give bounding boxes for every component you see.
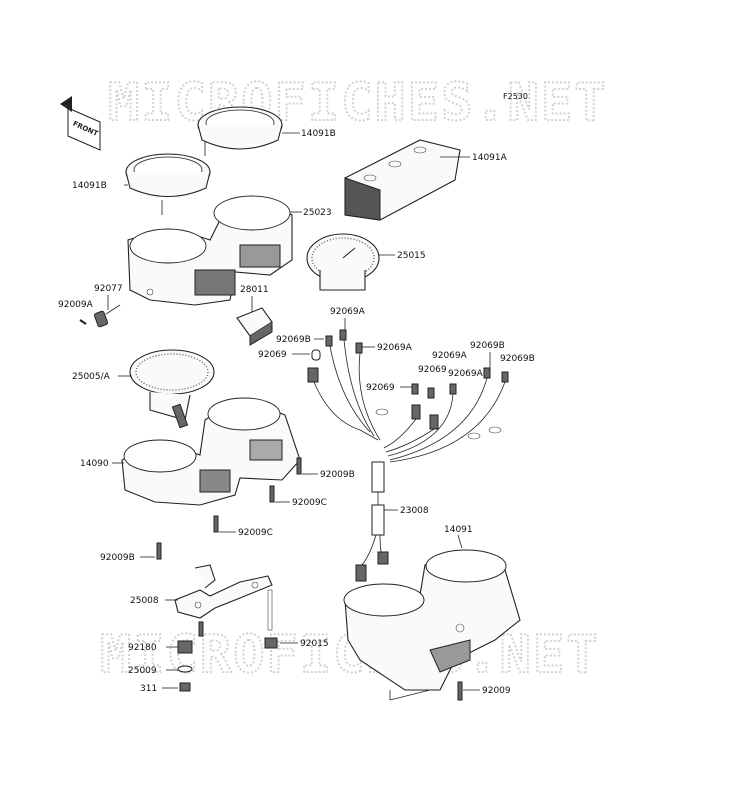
part-14091A-visor xyxy=(344,139,461,221)
label-92069-c: 92069 xyxy=(366,383,395,393)
label-92009B-b: 92009B xyxy=(100,553,135,563)
part-25005A-dial xyxy=(129,349,215,429)
part-92009-screw xyxy=(457,681,463,701)
part-25015-dial xyxy=(306,233,380,291)
label-28011: 28011 xyxy=(240,285,269,295)
part-92009A-screw-left xyxy=(79,319,87,325)
part-screws xyxy=(156,457,302,560)
label-92009C-b: 92009C xyxy=(238,528,273,538)
label-14090: 14090 xyxy=(80,459,109,469)
part-28011 xyxy=(236,307,273,346)
part-92015-nut xyxy=(264,589,278,649)
label-14091B-top: 14091B xyxy=(301,129,336,139)
label-23008: 23008 xyxy=(400,506,429,516)
label-92077: 92077 xyxy=(94,284,123,294)
label-14091: 14091 xyxy=(444,525,473,535)
label-25009: 25009 xyxy=(128,666,157,676)
part-25008-bracket xyxy=(174,564,273,619)
part-14091-cover xyxy=(343,549,521,691)
label-92069-a: 92069 xyxy=(258,350,287,360)
label-25023: 25023 xyxy=(303,208,332,218)
front-arrow-icon: FRONT xyxy=(60,96,101,151)
label-311: 311 xyxy=(140,684,157,694)
label-92069A-b: 92069A xyxy=(377,343,413,353)
watermark-top: MICROFICHES.NET xyxy=(108,73,608,133)
label-92069B-c: 92069B xyxy=(500,354,535,364)
part-wire-harness xyxy=(307,329,509,582)
label-92069-b: 92069 xyxy=(418,365,447,375)
reference-code: F2530 xyxy=(503,92,528,101)
label-92009B-a: 92009B xyxy=(320,470,355,480)
label-92069A-d: 92069A xyxy=(448,369,484,379)
part-14090-case xyxy=(121,397,301,506)
label-92015: 92015 xyxy=(300,639,329,649)
label-92180: 92180 xyxy=(128,643,157,653)
part-14091B-left-ring xyxy=(125,153,211,215)
label-92069B-a: 92069B xyxy=(276,335,311,345)
label-92009C-a: 92009C xyxy=(292,498,327,508)
part-92077-knob xyxy=(93,304,121,328)
label-25008: 25008 xyxy=(130,596,159,606)
label-25015: 25015 xyxy=(397,251,426,261)
label-92069A-top: 92069A xyxy=(330,307,366,317)
label-92069A-c: 92069A xyxy=(432,351,468,361)
label-14091B-left: 14091B xyxy=(72,181,107,191)
label-92009: 92009 xyxy=(482,686,511,696)
label-14091A: 14091A xyxy=(472,153,508,163)
label-92009A-left: 92009A xyxy=(58,300,94,310)
label-25005A: 25005/A xyxy=(72,372,111,382)
part-meter-case-upper xyxy=(127,195,293,306)
part-14091B-top-ring xyxy=(197,106,283,156)
label-92069B-b: 92069B xyxy=(470,341,505,351)
